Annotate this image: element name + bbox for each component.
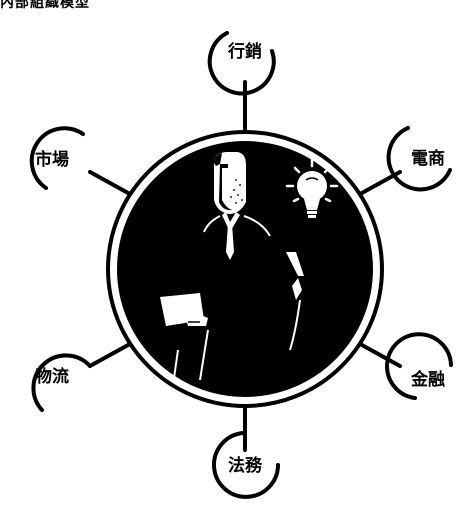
tablet-icon [160, 293, 208, 326]
lightbulb-icon [285, 158, 339, 218]
node-ecommerce: 電商 [386, 126, 452, 192]
node-label-market: 市場 [35, 149, 69, 170]
node-finance: 金融 [385, 332, 453, 400]
node-legal: 法務 [212, 431, 280, 499]
node-marketing: 行銷 [207, 31, 276, 96]
businessman-icon [173, 152, 304, 381]
node-logistics: 物流 [31, 353, 92, 412]
node-label-logistics: 物流 [35, 366, 69, 387]
node-label-ecommerce: 電商 [411, 148, 445, 169]
node-label-marketing: 行銷 [227, 41, 262, 62]
node-market: 市場 [29, 126, 85, 190]
node-label-finance: 金融 [410, 369, 445, 390]
node-label-legal: 法務 [228, 455, 263, 476]
diagram-caption: 內部組織模型 [0, 0, 90, 11]
